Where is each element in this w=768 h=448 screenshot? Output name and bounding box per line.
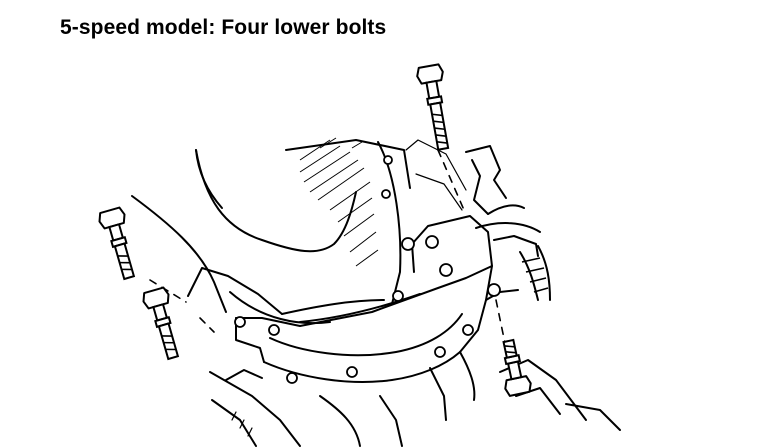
sensor-connector — [465, 145, 541, 257]
flywheel-housing — [235, 215, 519, 421]
right-lower-bolt — [502, 338, 532, 397]
wiring-harness — [519, 245, 551, 301]
upper-right-bolt — [416, 63, 450, 151]
mounting-holes — [234, 155, 501, 384]
installation-guides — [149, 149, 507, 349]
transmission-case — [209, 359, 621, 447]
left-upper-bolt — [98, 206, 136, 281]
engine-shading — [299, 137, 379, 267]
figure-caption: 5-speed model: Four lower bolts — [60, 16, 387, 39]
left-lower-bolt — [142, 286, 180, 361]
engine-block — [131, 139, 467, 325]
